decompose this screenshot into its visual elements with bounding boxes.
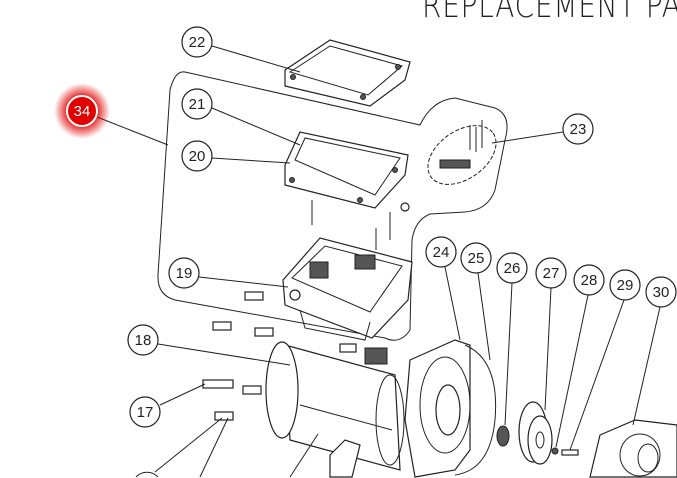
callout-21: 21	[181, 88, 213, 120]
part-cover-22	[284, 39, 411, 107]
callout-label: 18	[135, 332, 152, 349]
callout-circle	[645, 276, 677, 308]
callout-circle	[573, 264, 605, 296]
callout-34: 34	[66, 95, 98, 127]
screws	[311, 120, 483, 250]
callout-label: 26	[504, 260, 521, 277]
callout-label: 20	[189, 148, 206, 165]
callout-label: 24	[433, 244, 450, 261]
callout-label: 21	[189, 96, 206, 113]
hardware-group-outline	[427, 125, 497, 185]
callout-label: 22	[189, 34, 206, 51]
callout-label: 17	[137, 404, 154, 421]
callout-22: 22	[181, 26, 213, 58]
callout-circle	[66, 95, 98, 127]
callout-label: 34	[74, 103, 91, 120]
part-terminal-box-19	[282, 237, 413, 341]
callout-25: 25	[460, 242, 492, 274]
callout-27: 27	[535, 257, 567, 289]
part-control-cover-20	[284, 131, 409, 209]
callout-label: 30	[653, 284, 670, 301]
callout-29: 29	[609, 269, 641, 301]
part-washer-28	[551, 447, 559, 455]
callout-circle	[181, 140, 213, 172]
callout-label: 27	[543, 265, 560, 282]
callout-circle	[562, 113, 594, 145]
callout-circle	[460, 242, 492, 274]
part-screw-29	[561, 449, 579, 456]
callout-label: 19	[176, 265, 193, 282]
callout-label: 25	[468, 250, 485, 267]
callout-circle	[181, 88, 213, 120]
callout-26: 26	[496, 252, 528, 284]
kit-outline	[157, 71, 508, 341]
callout-circle	[127, 324, 159, 356]
part-impeller-27	[518, 401, 553, 465]
callout-label: 29	[617, 277, 634, 294]
callout-label: 23	[570, 121, 587, 138]
callout-28: 28	[573, 264, 605, 296]
callout-label: 28	[581, 272, 598, 289]
part-diffuser-30	[589, 419, 677, 478]
part-seal-26	[496, 425, 510, 447]
part-motor-18	[265, 341, 405, 478]
callout-circle	[535, 257, 567, 289]
leader-lines	[96, 45, 661, 478]
page-title: REPLACEMENT PA	[422, 0, 677, 26]
callout-23: 23	[562, 113, 594, 145]
callout-19: 19	[168, 257, 200, 289]
callout-24: 24	[425, 236, 457, 268]
callout-30: 30	[645, 276, 677, 308]
callout-17: 17	[129, 396, 161, 428]
callout-circle	[181, 26, 213, 58]
callout-18: 18	[127, 324, 159, 356]
callout-20: 20	[181, 140, 213, 172]
part-seal-plate-24	[404, 339, 497, 478]
callout-circle	[168, 257, 200, 289]
callout-circle	[425, 236, 457, 268]
callout-circle	[496, 252, 528, 284]
callout-partial	[135, 471, 159, 478]
callout-circle	[609, 269, 641, 301]
callout-circle	[129, 396, 161, 428]
